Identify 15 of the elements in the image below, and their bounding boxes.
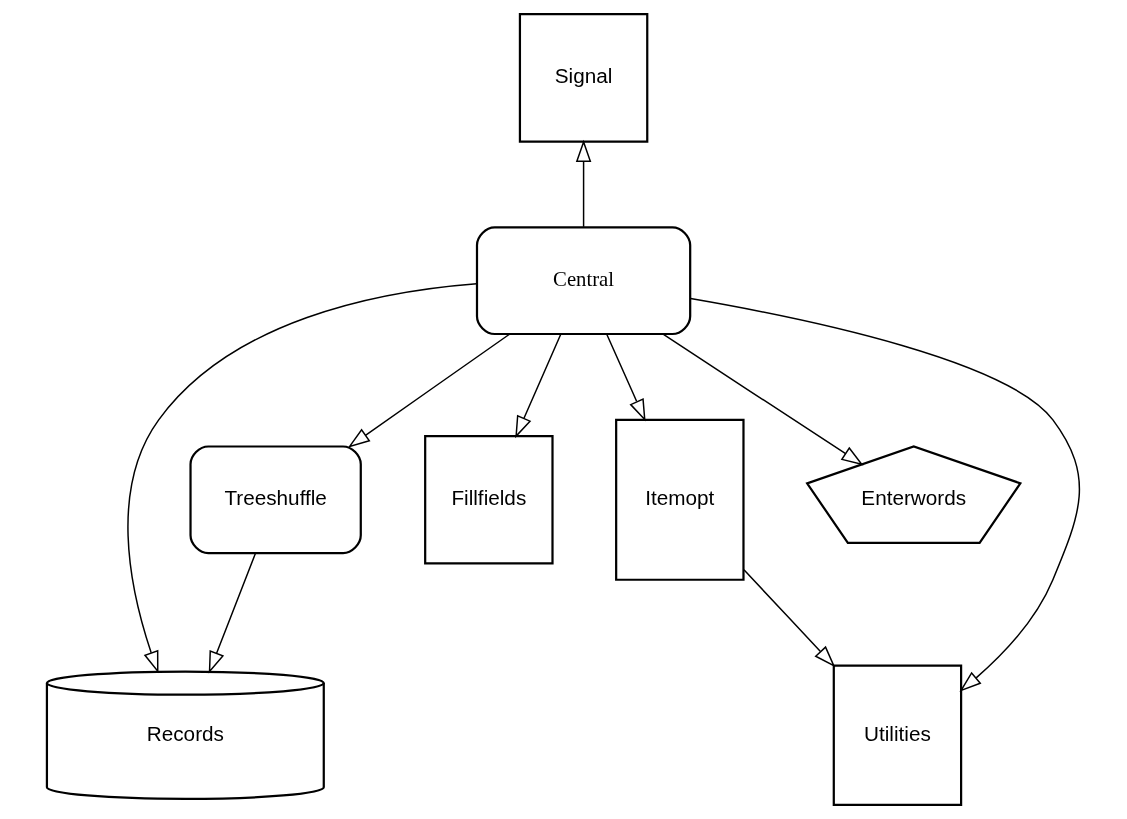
arrow (127, 282, 478, 674)
arrow (575, 139, 592, 228)
arrow (662, 333, 864, 466)
arrow (743, 569, 836, 668)
node-box: Fillfields (424, 435, 554, 565)
arrow (347, 333, 511, 448)
node-box: Utilities (832, 664, 963, 806)
node-box: Treeshuffle (189, 445, 362, 555)
node-box: Itemopt (615, 418, 745, 581)
arrow (208, 552, 257, 674)
arrow (606, 333, 646, 422)
node-box: Signal (518, 13, 649, 143)
arrow (689, 297, 1081, 692)
arrow (515, 333, 562, 439)
node-box: Central (475, 226, 692, 336)
